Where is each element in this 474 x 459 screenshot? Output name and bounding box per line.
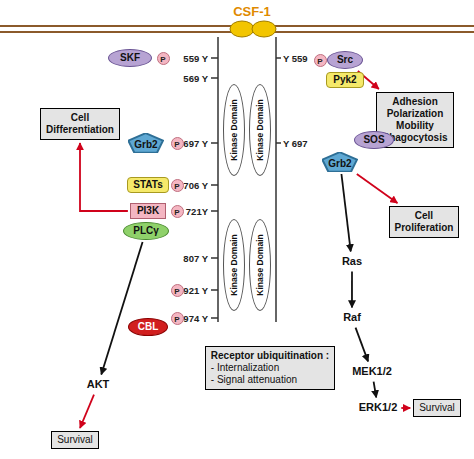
ubiquitin-ligase: CBL <box>128 318 169 336</box>
adaptor-protein: Grb2 <box>128 133 163 153</box>
pathway-protein: ERK1/2 <box>357 400 400 415</box>
node-text: Grb2 <box>328 158 351 170</box>
enzyme-protein: PLCγ <box>123 222 169 240</box>
signal-arrow <box>101 242 142 374</box>
node-text: - Signal attenuation <box>211 374 329 386</box>
phospho-mark: P <box>171 284 184 297</box>
kinase-domain: Kinase Domain <box>249 219 271 311</box>
node-text: Receptor ubiquitination : <box>211 350 329 362</box>
domain-label: Kinase Domain <box>255 99 265 160</box>
residue-label: 974 Y <box>183 313 208 324</box>
domain-label: Kinase Domain <box>255 234 265 295</box>
node-text: - Internalization <box>211 362 329 374</box>
kinase-protein: Src <box>327 51 363 69</box>
signal-arrow <box>80 143 128 211</box>
outcome-box: Cell Proliferation <box>389 206 460 238</box>
signal-arrow <box>357 174 398 203</box>
node-text: PLCγ <box>133 225 159 237</box>
outcome-box: Survival <box>413 399 461 417</box>
phospho-mark: P <box>314 54 327 67</box>
kinase-domain: Kinase Domain <box>249 84 271 176</box>
pathway-protein: MEK1/2 <box>350 364 394 379</box>
outcome-box: Survival <box>51 431 99 449</box>
signal-arrow <box>401 407 410 409</box>
phospho-mark: P <box>171 137 184 150</box>
signal-arrow <box>341 174 350 251</box>
residue-label: 721Y <box>186 206 208 217</box>
receptor-chain <box>275 37 277 322</box>
kinase-protein: PI3K <box>130 203 166 219</box>
residue-label: 559 Y <box>183 53 208 64</box>
residue-label: 569 Y <box>183 73 208 84</box>
node-text: Grb2 <box>134 139 157 151</box>
receptor-chain <box>217 37 219 322</box>
node-text: MEK1/2 <box>352 365 392 378</box>
ligand-name: CSF-1 <box>233 4 271 19</box>
domain-label: Kinase Domain <box>229 99 239 160</box>
phospho-mark: P <box>171 312 184 325</box>
pathway-protein: AKT <box>85 377 112 392</box>
signal-arrow <box>80 395 94 428</box>
node-text: Pyk2 <box>333 74 356 86</box>
node-text: Ras <box>342 255 362 268</box>
note-box: Receptor ubiquitination :- Internalizati… <box>205 346 335 390</box>
tyrosine-ticks <box>211 58 281 318</box>
transcription-factor: STATs <box>127 177 168 193</box>
node-text: SKF <box>120 52 140 64</box>
signal-arrow <box>351 272 353 308</box>
pathway-protein: Ras <box>340 254 364 269</box>
pathway-protein: Raf <box>341 310 363 325</box>
node-text: Survival <box>57 434 93 446</box>
residue-label: Y 559 <box>283 53 308 64</box>
exchange-factor: SOS <box>354 131 393 149</box>
domain-label: Kinase Domain <box>229 234 239 295</box>
node-text: SOS <box>363 134 384 146</box>
ligand-oval <box>230 21 254 37</box>
phospho-mark: P <box>171 205 184 218</box>
node-text: CBL <box>138 321 159 333</box>
residue-label: Y 697 <box>283 138 308 149</box>
ligand-oval <box>252 21 276 37</box>
kinase-domain: Kinase Domain <box>223 84 245 176</box>
node-text: Raf <box>343 311 361 324</box>
phospho-mark: P <box>157 52 170 65</box>
node-text: STATs <box>133 179 162 191</box>
node-text: Survival <box>419 402 455 414</box>
signal-arrow <box>374 382 377 398</box>
node-text: Cell Differentiation <box>46 112 114 136</box>
adaptor-protein: Grb2 <box>322 152 357 172</box>
adaptor-protein: SKF <box>108 49 152 67</box>
node-text: ERK1/2 <box>359 401 398 414</box>
kinase-domain: Kinase Domain <box>223 219 245 311</box>
phospho-mark: P <box>171 179 184 192</box>
node-text: PI3K <box>137 205 159 217</box>
residue-label: 697 Y <box>183 138 208 149</box>
residue-label: 921 Y <box>183 285 208 296</box>
kinase-protein: Pyk2 <box>326 72 363 88</box>
residue-label: 807 Y <box>183 253 208 264</box>
node-text: Src <box>337 54 353 66</box>
signal-arrow <box>356 328 369 362</box>
residue-label: 706 Y <box>183 180 208 191</box>
node-text: Cell Proliferation <box>395 210 454 234</box>
outcome-box: Cell Differentiation <box>40 108 120 140</box>
node-text: AKT <box>87 378 110 391</box>
